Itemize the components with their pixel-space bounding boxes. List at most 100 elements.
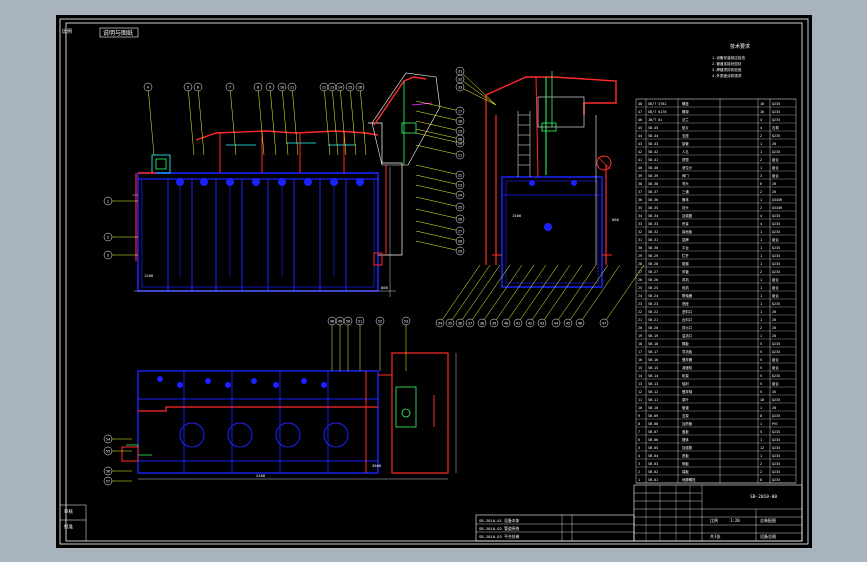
parts-list-cell: 视镜 (682, 157, 689, 162)
drawing-canvas[interactable]: 说明与图纸 比例 审核 批准 技术要求 1.设备安装前应检查 2.管道连接处密封… (56, 15, 812, 548)
parts-list-cell: 轴封 (682, 381, 689, 386)
parts-list-cell: 加药管 (682, 421, 693, 426)
parts-list-cell: 加强筋 (682, 445, 693, 450)
parts-list-cell: SB-28 (648, 262, 658, 266)
callout-balloon: 18 (415, 110, 465, 126)
parts-list-cell: 组合 (772, 277, 779, 282)
parts-list-cell: SB-05 (648, 446, 658, 450)
parts-list-cell: 1 (760, 166, 762, 170)
parts-list-cell: SB-21 (648, 318, 658, 322)
parts-list-cell: 弯头 (682, 181, 689, 186)
callout-number: 55 (106, 449, 110, 453)
parts-list-cell: 10 (760, 398, 764, 402)
parts-list-cell: SB-01 (648, 478, 658, 482)
parts-list-cell: SB-11 (648, 398, 658, 402)
parts-list-cell: 2 (638, 470, 640, 474)
callout-number: 54 (106, 437, 110, 441)
title-block: SB-2010-00 比例 1:20 总装配图 设备总图 共1张 (633, 484, 803, 542)
front-view[interactable]: 800 1200 (132, 72, 441, 297)
callout-number: 44 (554, 321, 558, 325)
parts-list-cell: 2 (760, 270, 762, 274)
parts-list-cell: 支座 (682, 133, 689, 138)
parts-list-cell: Q235 (772, 374, 780, 378)
stirrer-motors (176, 178, 364, 186)
parts-list-cell: Q235 (772, 438, 780, 442)
parts-list-cell: 人孔 (682, 149, 689, 154)
callout-balloon: 10 (277, 82, 289, 156)
parts-list-cell: 地脚螺栓 (682, 477, 696, 482)
top-pipe (195, 130, 379, 141)
callout-balloon: 37 (465, 264, 511, 328)
parts-list-cell: 4 (638, 454, 640, 458)
parts-list-cell: Q235 (772, 350, 780, 354)
parts-list-cell: 1 (760, 454, 762, 458)
tank-body (137, 172, 379, 292)
callout-number: 2 (107, 235, 109, 239)
callout-number: 16 (358, 85, 362, 89)
parts-list-cell: 15 (638, 366, 642, 370)
parts-list-cell: 26 (638, 278, 642, 282)
parts-list-cell: 34 (638, 214, 642, 218)
callout-balloon: 9 (265, 82, 277, 156)
parts-list-cell: 进料口 (682, 309, 692, 314)
callout-number: 4 (147, 85, 149, 89)
callout-number: 37 (468, 321, 472, 325)
callout-number: 53 (404, 319, 408, 323)
callout-number: 49 (338, 319, 342, 323)
parts-list-cell: 2 (760, 462, 762, 466)
side-view[interactable]: 1500 600 (485, 71, 620, 288)
callout-number: 38 (480, 321, 484, 325)
parts-list-cell: 5 (760, 342, 762, 346)
parts-list-cell: SB-04 (648, 454, 658, 458)
parts-list-cell: 组合 (772, 357, 779, 362)
parts-list-cell: 阀门 (682, 173, 689, 178)
parts-list-cell: 1 (760, 142, 762, 146)
parts-list-cell: SB-17 (648, 350, 658, 354)
parts-list-cell: 42 (638, 150, 642, 154)
drawing-list-item: SB-2010-02 管道系统 (479, 526, 520, 531)
parts-list-cell: 35 (638, 206, 642, 210)
callout-balloon: 17 (415, 100, 465, 116)
parts-list-cell: SB-29 (648, 254, 658, 258)
parts-list-cell: SB-45 (648, 126, 658, 130)
callout-number: 48 (330, 319, 334, 323)
parts-list-cell: SB-43 (648, 142, 658, 146)
parts-list-cell: 1 (760, 422, 762, 426)
callout-number: 42 (528, 321, 532, 325)
parts-list-cell: Q235 (772, 478, 780, 482)
plan-view[interactable]: 2400 3000 (121, 352, 457, 480)
callout-number: 34 (438, 321, 442, 325)
parts-list-cell: 45 (638, 126, 642, 130)
parts-list-cell: 组合 (772, 157, 779, 162)
title-tab[interactable]: 说明与图纸 (99, 27, 139, 38)
parts-list-cell: Q235 (772, 414, 780, 418)
tech-note-line: 1.设备安装前应检查 (712, 55, 745, 60)
parts-list-cell: 平台 (682, 245, 689, 250)
parts-list-cell: SB-30 (648, 246, 658, 250)
parts-list-cell: SB-37 (648, 190, 658, 194)
parts-list-cell: 16 (760, 102, 764, 106)
parts-list-cell: SB-24 (648, 294, 658, 298)
parts-list-cell: 1 (760, 238, 762, 242)
parts-list-cell: 出料口 (682, 317, 692, 322)
callout-balloon: 3 (103, 250, 138, 260)
callout-number: 33 (458, 85, 462, 89)
parts-list-cell: 30 (638, 246, 642, 250)
parts-list-cell: 1 (760, 254, 762, 258)
parts-list-cell: SB-39 (648, 174, 658, 178)
parts-list-cell: GB/T 5782 (648, 102, 666, 106)
parts-list-cell: 6 (760, 182, 762, 186)
parts-list-cell: Q235 (772, 230, 780, 234)
callout-number: 45 (566, 321, 570, 325)
drawing-list-item: SB-2010-01 设备本体 (479, 518, 520, 523)
callout-number: 22 (458, 173, 462, 177)
callout-number: 56 (106, 469, 110, 473)
parts-list-cell: SB-07 (648, 430, 658, 434)
side-tank-body (501, 176, 603, 288)
callout-balloon: 40 (501, 264, 547, 328)
callout-balloon: 44 (551, 264, 597, 328)
parts-list-cell: 37 (638, 190, 642, 194)
callout-balloon: 4 (143, 82, 155, 156)
parts-list-cell: 1 (638, 478, 640, 482)
